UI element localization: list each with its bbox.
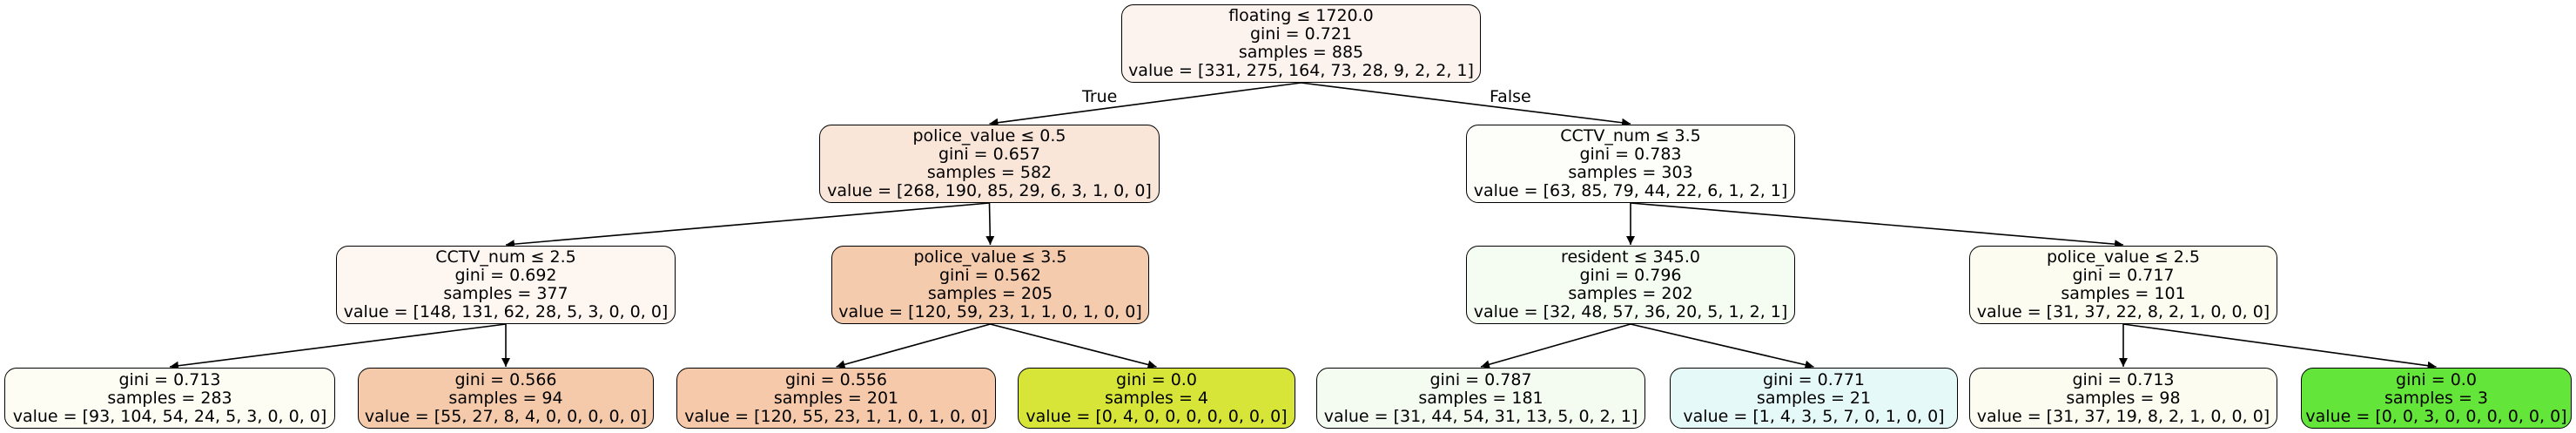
node-text-line: police_value ≤ 3.5	[913, 247, 1067, 267]
tree-edge-arrow	[990, 323, 1157, 369]
node-text-line: gini = 0.0	[1116, 369, 1197, 389]
tree-edge-arrow	[836, 323, 991, 369]
node-text-line: gini = 0.771	[1762, 369, 1866, 389]
node-text-line: samples = 202	[1568, 284, 1693, 303]
node-text-line: value = [268, 190, 85, 29, 6, 3, 1, 0, 0…	[827, 181, 1152, 200]
node-text-line: samples = 101	[2061, 284, 2186, 303]
tree-edge-arrow	[505, 202, 990, 249]
node-text-line: gini = 0.556	[784, 369, 888, 389]
node-text-line: samples = 201	[773, 388, 899, 408]
node-text-line: value = [32, 48, 57, 36, 20, 5, 1, 2, 1]	[1473, 302, 1788, 321]
node-text-line: value = [148, 131, 62, 28, 5, 3, 0, 0, 0…	[343, 302, 669, 321]
node-text-line: gini = 0.721	[1249, 24, 1353, 44]
tree-edge-arrow	[989, 82, 1301, 127]
tree-edge-arrow	[2122, 323, 2437, 370]
node-text-line: value = [1, 4, 3, 5, 7, 0, 1, 0, 0]	[1683, 406, 1945, 426]
node-text-line: samples = 303	[1568, 163, 1693, 182]
node-text-line: samples = 3	[2384, 388, 2489, 408]
node-text-line: police_value ≤ 2.5	[2047, 247, 2200, 267]
node-text-line: gini = 0.787	[1429, 369, 1532, 389]
node-text-line: samples = 205	[927, 284, 1053, 303]
node-text-line: value = [93, 104, 54, 24, 5, 3, 0, 0, 0]	[12, 406, 327, 426]
node-text-line: samples = 4	[1104, 388, 1209, 408]
node-text-line: resident ≤ 345.0	[1561, 247, 1700, 267]
node-text-line: gini = 0.713	[2072, 369, 2175, 389]
node-text-line: floating ≤ 1720.0	[1228, 6, 1374, 25]
node-text-line: value = [63, 85, 79, 44, 22, 6, 1, 2, 1]	[1473, 181, 1788, 200]
node-text-line: gini = 0.0	[2396, 369, 2477, 389]
node-text-line: value = [120, 59, 23, 1, 1, 0, 1, 0, 0]	[838, 302, 1142, 321]
node-text-line: gini = 0.657	[938, 145, 1041, 164]
node-text-line: gini = 0.713	[118, 369, 221, 389]
tree-edge-arrow	[1480, 323, 1631, 369]
node-text-line: gini = 0.566	[454, 369, 557, 389]
edge-label-true: True	[1082, 87, 1118, 106]
node-text-line: value = [55, 27, 8, 4, 0, 0, 0, 0, 0]	[364, 406, 648, 426]
node-text-line: police_value ≤ 0.5	[912, 126, 1066, 145]
node-text-line: value = [31, 37, 19, 8, 2, 1, 0, 0, 0]	[1976, 406, 2270, 426]
node-text-line: value = [331, 275, 164, 73, 28, 9, 2, 2,…	[1128, 61, 1474, 80]
node-text-line: gini = 0.796	[1579, 266, 1682, 285]
node-text-line: gini = 0.783	[1579, 145, 1682, 164]
node-text-line: value = [31, 37, 22, 8, 2, 1, 0, 0, 0]	[1976, 302, 2270, 321]
node-text-line: gini = 0.717	[2072, 266, 2175, 285]
edge-label-false: False	[1490, 87, 1531, 106]
node-text-line: samples = 377	[443, 284, 568, 303]
node-text-line: CCTV_num ≤ 3.5	[1560, 126, 1701, 145]
node-text-line: value = [31, 44, 54, 31, 13, 5, 0, 2, 1]	[1323, 406, 1638, 426]
node-text-line: gini = 0.562	[938, 266, 1042, 285]
node-text-line: samples = 582	[926, 163, 1053, 182]
node-text-line: gini = 0.692	[454, 266, 557, 285]
node-text-line: samples = 283	[107, 388, 232, 408]
tree-edge-arrow	[1301, 82, 1631, 127]
tree-edge-arrow	[985, 202, 995, 246]
node-text-line: samples = 98	[2066, 388, 2181, 408]
node-text-line: value = [0, 4, 0, 0, 0, 0, 0, 0, 0]	[1026, 406, 1288, 426]
node-text-line: CCTV_num ≤ 2.5	[435, 247, 576, 267]
node-text-line: value = [120, 55, 23, 1, 1, 0, 1, 0, 0]	[684, 406, 988, 426]
node-text-line: samples = 94	[448, 388, 563, 408]
tree-edge-arrow	[1630, 202, 2124, 249]
node-text-line: value = [0, 0, 3, 0, 0, 0, 0, 0, 0]	[2305, 406, 2567, 426]
node-text-line: samples = 885	[1238, 43, 1364, 62]
tree-edge-arrow	[169, 323, 507, 370]
node-text-line: samples = 181	[1418, 388, 1544, 408]
node-text-line: samples = 21	[1756, 388, 1872, 408]
tree-edge-arrow	[1630, 323, 1814, 369]
